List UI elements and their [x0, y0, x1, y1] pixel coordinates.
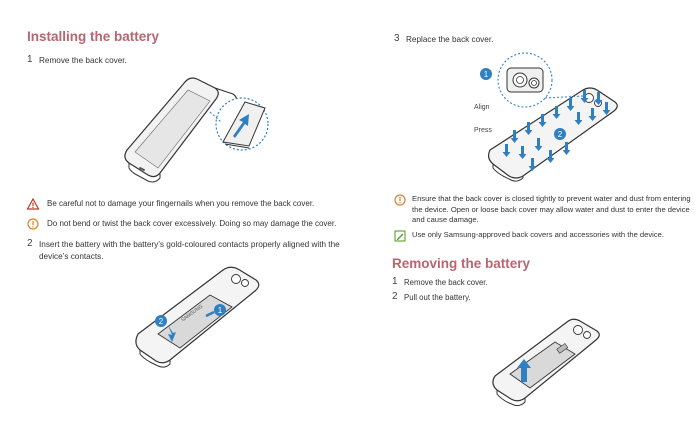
section-title-removing: Removing the battery: [392, 256, 531, 271]
insert-battery-illustration: SAMSUNG 1 2: [135, 266, 260, 368]
replace-step-3: 3 Replace the back cover.: [394, 33, 694, 46]
callout-2: 2: [558, 130, 563, 139]
cover-notice-note: Ensure that the back cover is closed tig…: [394, 194, 694, 226]
tip-text: Use only Samsung-approved back covers an…: [412, 230, 664, 239]
callout-2: 2: [159, 317, 164, 326]
notice-exclamation-icon: [394, 194, 406, 206]
step-number: 1: [27, 54, 33, 65]
remove-step-1: 1 Remove the back cover.: [392, 276, 692, 289]
cover-notice-text: Ensure that the back cover is closed tig…: [412, 194, 691, 224]
step-number: 3: [394, 33, 400, 44]
callout-1: 1: [484, 70, 489, 79]
step-text: Remove the back cover.: [404, 278, 488, 287]
step-number: 1: [392, 276, 398, 287]
remove-cover-illustration: [124, 77, 269, 183]
caution-triangle-icon: [26, 197, 40, 210]
install-step-2: 2 Insert the battery with the battery’s …: [27, 238, 357, 262]
step-number: 2: [392, 291, 398, 302]
align-label: Align: [474, 104, 490, 111]
remove-step-2: 2 Pull out the battery.: [392, 291, 692, 304]
tip-note: Use only Samsung-approved back covers an…: [394, 230, 694, 242]
step-number: 2: [27, 238, 33, 249]
notice-text: Do not bend or twist the back cover exce…: [47, 219, 337, 228]
tip-pencil-icon: [394, 230, 406, 242]
replace-cover-illustration: 1 2: [480, 52, 618, 182]
step-text: Remove the back cover.: [39, 56, 127, 65]
notice-note: Do not bend or twist the back cover exce…: [27, 218, 357, 230]
step-text: Pull out the battery.: [404, 293, 471, 302]
pull-battery-illustration: [492, 318, 600, 407]
caution-text: Be careful not to damage your fingernail…: [47, 199, 315, 208]
callout-1: 1: [218, 306, 223, 315]
press-label: Press: [474, 127, 492, 134]
caution-note: Be careful not to damage your fingernail…: [26, 197, 357, 210]
press-arrows: [502, 90, 611, 171]
step-text: Replace the back cover.: [406, 35, 494, 44]
step-text: Insert the battery with the battery’s go…: [39, 240, 340, 261]
section-title-installing: Installing the battery: [27, 29, 160, 44]
install-step-1: 1 Remove the back cover.: [27, 54, 347, 67]
notice-exclamation-icon: [27, 218, 39, 230]
